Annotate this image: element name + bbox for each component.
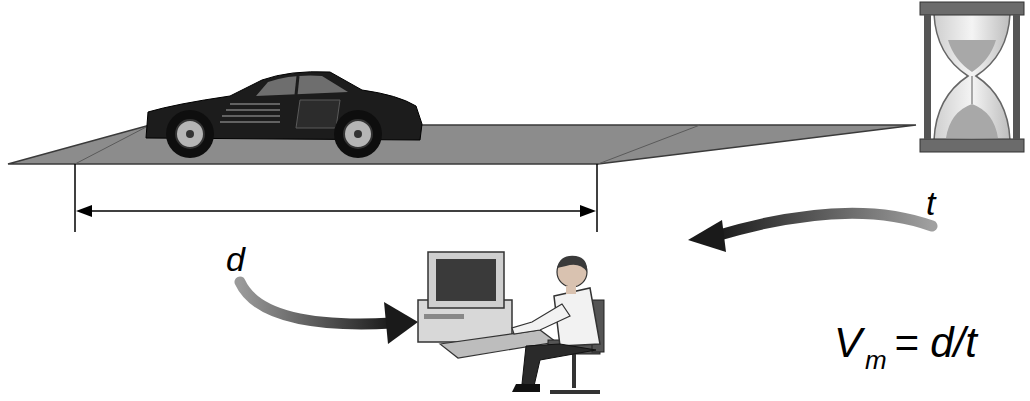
hourglass-cap [920,2,1024,15]
car-rim [176,120,204,148]
curved-arrow [240,282,392,324]
dimension-line [75,164,597,232]
operator-shoe [512,384,540,392]
hourglass-glass [934,14,1010,140]
car-pillar [296,76,298,95]
car-wheel [334,110,382,158]
time-label: t [926,186,935,220]
hourglass-cap [920,139,1024,152]
sports-car [146,72,422,158]
car-hub [354,130,362,138]
operator-arm [512,304,570,334]
car-rim [344,120,372,148]
drive-slot [424,314,464,319]
operator-trousers [522,344,596,386]
monitor [428,252,504,308]
car-hub [186,130,194,138]
computer-operator [418,252,604,392]
dimension-label: d [226,242,245,276]
formula-symbol: V [834,322,862,364]
hourglass-stream [971,76,973,104]
hourglass-post [924,15,931,139]
hourglass [920,2,1024,152]
curved-arrowhead [384,302,418,344]
curved-arrowhead [688,220,726,252]
hourglass-post [1013,15,1020,139]
chair-base [550,390,600,394]
car-wheel [166,110,214,158]
chair-post [572,354,576,388]
car-door [296,100,340,128]
hourglass-sand [946,104,998,138]
road-line [598,125,700,164]
monitor-screen [436,259,496,301]
operator-hair [557,256,587,272]
operator-neck [566,286,576,294]
formula-subscript: m [865,347,887,373]
road-plane [8,125,916,164]
dimension-arrowhead [580,205,596,217]
formula-text: = d/t [894,322,977,364]
car-intake [220,104,280,122]
curved-arrow [716,213,932,236]
dimension-arrowhead [76,205,92,217]
hourglass-sand [948,40,996,72]
road-line [75,125,150,164]
car-window [256,76,348,96]
